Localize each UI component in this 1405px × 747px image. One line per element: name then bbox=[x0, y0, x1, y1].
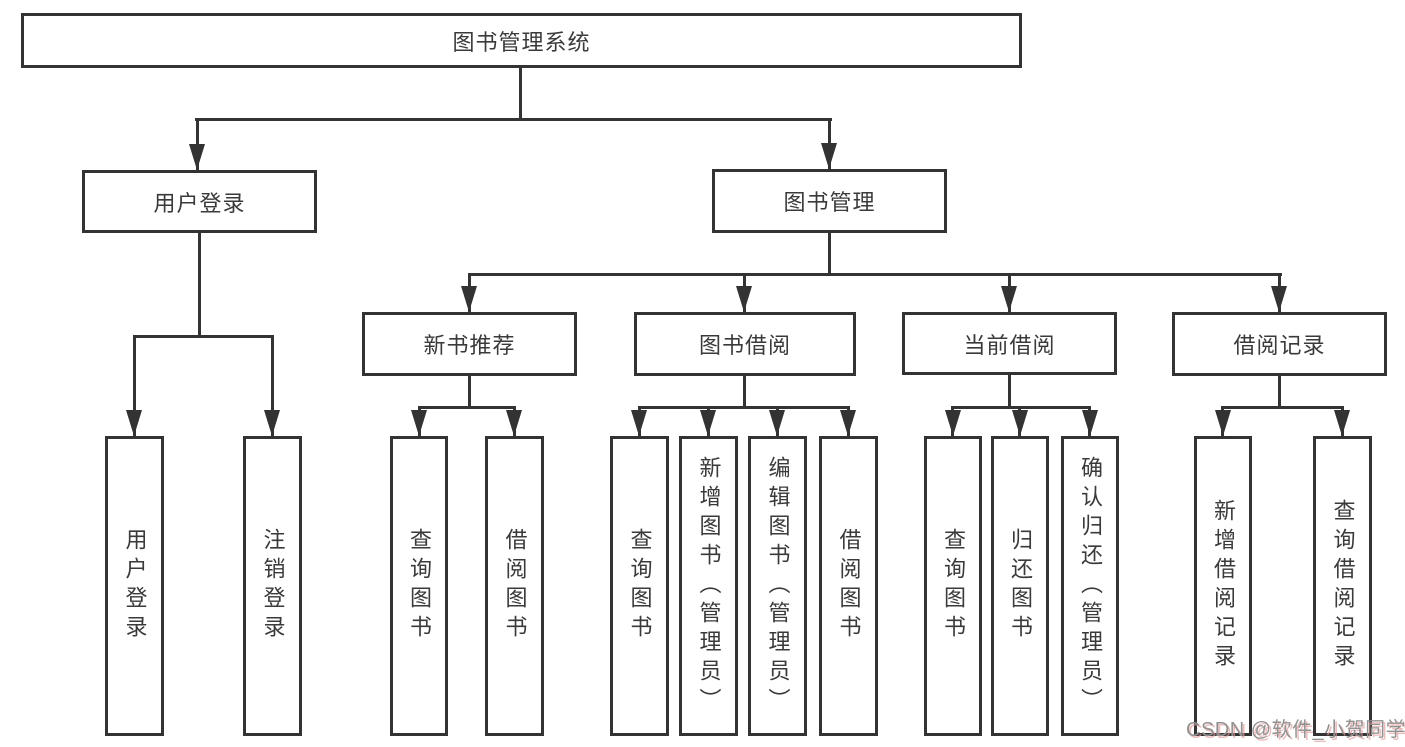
node-label: 当前借阅 bbox=[963, 332, 1056, 358]
arrowhead-down-icon bbox=[945, 410, 961, 436]
node-new-book-recommend: 新书推荐 bbox=[362, 312, 577, 376]
connector-line bbox=[271, 335, 274, 436]
connector-line bbox=[133, 335, 136, 436]
node-label: 图书借阅 bbox=[698, 333, 791, 358]
leaf-return-book: 归还图书 bbox=[991, 436, 1049, 736]
arrowhead-down-icon bbox=[264, 410, 280, 436]
connector-line bbox=[418, 406, 516, 409]
connector-line bbox=[1008, 375, 1011, 408]
leaf-query-borrow-record: 查询借阅记录 bbox=[1313, 436, 1372, 736]
arrowhead-down-icon bbox=[736, 286, 752, 312]
arrowhead-down-icon bbox=[700, 410, 716, 436]
connector-line bbox=[1278, 375, 1281, 408]
node-book-management: 图书管理 bbox=[712, 169, 947, 233]
leaf-add-book-admin: 新增图书（管理员） bbox=[679, 436, 738, 736]
leaf-label: 查询图书 bbox=[627, 528, 653, 644]
connector-line bbox=[1221, 406, 1344, 409]
leaf-add-borrow-record: 新增借阅记录 bbox=[1194, 436, 1252, 736]
leaf-logout: 注销登录 bbox=[243, 436, 302, 736]
arrowhead-down-icon bbox=[769, 410, 785, 436]
arrowhead-down-icon bbox=[1334, 410, 1350, 436]
arrowhead-down-icon bbox=[1012, 410, 1028, 436]
leaf-label: 新增借阅记录 bbox=[1211, 499, 1236, 673]
leaf-label: 查询图书 bbox=[407, 528, 432, 644]
arrowhead-down-icon bbox=[189, 144, 205, 170]
leaf-confirm-return-admin: 确认归还（管理员） bbox=[1061, 436, 1119, 736]
arrowhead-down-icon bbox=[461, 286, 477, 312]
node-root: 图书管理系统 bbox=[21, 13, 1022, 68]
connector-line bbox=[828, 232, 831, 276]
leaf-label: 借阅图书 bbox=[836, 528, 862, 644]
leaf-label: 注销登录 bbox=[260, 528, 286, 644]
node-label: 借阅记录 bbox=[1233, 333, 1326, 358]
leaf-query-books-borrowing: 查询图书 bbox=[610, 436, 669, 736]
connector-line bbox=[468, 273, 1282, 276]
connector-line bbox=[133, 335, 274, 338]
arrowhead-down-icon bbox=[1001, 286, 1017, 312]
leaf-borrow-books-recommend: 借阅图书 bbox=[485, 436, 544, 736]
arrowhead-down-icon bbox=[1271, 286, 1287, 312]
arrowhead-down-icon bbox=[126, 410, 142, 436]
connector-line bbox=[743, 375, 746, 408]
leaf-label: 借阅图书 bbox=[502, 528, 528, 644]
arrowhead-down-icon bbox=[631, 410, 647, 436]
node-borrowing-records: 借阅记录 bbox=[1172, 312, 1387, 376]
connector-line bbox=[951, 406, 1091, 409]
leaf-edit-book-admin: 编辑图书（管理员） bbox=[748, 436, 807, 736]
leaf-borrow-books-borrowing: 借阅图书 bbox=[819, 436, 878, 736]
arrowhead-down-icon bbox=[840, 410, 856, 436]
leaf-label: 编辑图书（管理员） bbox=[765, 455, 791, 717]
leaf-label: 查询借阅记录 bbox=[1330, 499, 1356, 673]
arrowhead-down-icon bbox=[1215, 410, 1231, 436]
connector-line bbox=[198, 232, 201, 338]
leaf-label: 归还图书 bbox=[1008, 528, 1033, 644]
leaf-user-login: 用户登录 bbox=[105, 436, 164, 736]
node-current-borrowing: 当前借阅 bbox=[902, 312, 1117, 375]
connector-line bbox=[519, 67, 522, 121]
leaf-query-books-current: 查询图书 bbox=[924, 436, 982, 736]
node-label: 新书推荐 bbox=[423, 333, 516, 358]
arrowhead-down-icon bbox=[411, 410, 427, 436]
connector-line bbox=[468, 375, 471, 408]
node-user-login: 用户登录 bbox=[82, 170, 317, 233]
arrowhead-down-icon bbox=[821, 143, 837, 169]
leaf-label: 确认归还（管理员） bbox=[1078, 455, 1103, 717]
arrowhead-down-icon bbox=[506, 410, 522, 436]
node-label: 图书管理系统 bbox=[452, 29, 591, 55]
leaf-label: 新增图书（管理员） bbox=[696, 455, 722, 717]
connector-line bbox=[638, 406, 850, 409]
connector-line bbox=[195, 118, 832, 121]
node-label: 用户登录 bbox=[153, 190, 246, 216]
node-label: 图书管理 bbox=[783, 190, 876, 215]
node-book-borrowing: 图书借阅 bbox=[634, 312, 856, 376]
leaf-label: 用户登录 bbox=[122, 528, 148, 644]
leaf-label: 查询图书 bbox=[941, 528, 966, 644]
watermark: CSDN @软件_小贺同学 bbox=[1186, 719, 1405, 741]
leaf-query-books-recommend: 查询图书 bbox=[390, 436, 448, 736]
arrowhead-down-icon bbox=[1082, 410, 1098, 436]
